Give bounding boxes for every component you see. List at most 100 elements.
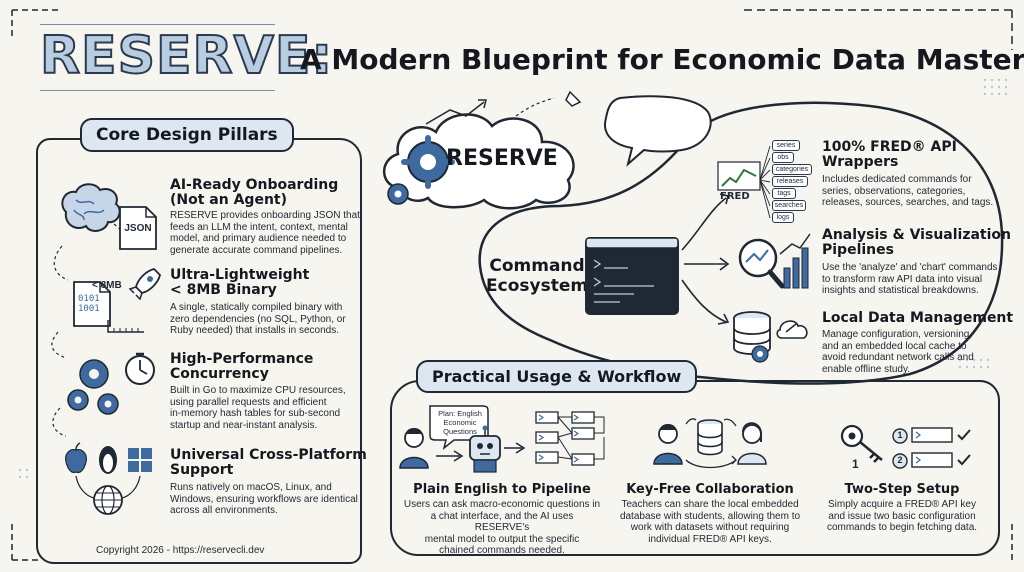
terminal-icon [585, 237, 679, 315]
step-2-number: 2 [897, 455, 903, 465]
workflow-1-title: Plain English to Pipeline [413, 482, 591, 497]
pillar-3-desc-line: using parallel requests and efficient [170, 396, 327, 408]
workflow-3-desc-line: Simply acquire a FRED® API key [828, 499, 976, 510]
chip-categories: categories [772, 164, 812, 175]
brand-colon: : [310, 26, 334, 86]
workflow-2-desc-line: Teachers can share the local embedded [621, 499, 799, 510]
feature-2-title-line1: Analysis & Visualization [822, 227, 1011, 243]
workflow-3-desc: Simply acquire a FRED® API key and issue… [802, 499, 1002, 534]
feature-1-desc-line: Includes dedicated commands for [822, 174, 972, 185]
bubble-line: Plan: English [438, 409, 482, 418]
chip-tags: tags [772, 188, 796, 199]
feature-2-title-line2: Pipelines [822, 242, 894, 258]
reserve-cloud [382, 113, 575, 210]
ruler-icon [107, 320, 144, 333]
pillar-4-title-line2: Support [170, 462, 234, 478]
pillar-2-desc: A single, statically compiled binary wit… [170, 302, 346, 337]
pillar-3-desc-line: Built in Go to maximize CPU resources, [170, 385, 346, 396]
pillar-2-desc-line: Ruby needed) that installs in seconds. [170, 325, 339, 336]
pillar-1-desc-line: RESERVE provides onboarding JSON that [170, 210, 360, 221]
workflow-2-desc: Teachers can share the local embedded da… [610, 499, 810, 545]
title-bottom-rule [40, 90, 275, 91]
growth-arrows-icon [425, 90, 582, 125]
feature-1-desc: Includes dedicated commands for series, … [822, 174, 993, 209]
brain-icon [61, 183, 129, 243]
workflow-2-title: Key-Free Collaboration [626, 482, 794, 497]
feature-1-desc-line: series, observations, categories, [822, 185, 966, 197]
fred-chip-connectors [759, 145, 771, 219]
feature-3-title-line1: Local Data Management [822, 310, 1014, 326]
key-setup-icon [840, 424, 971, 469]
pillar-1-title-line2: (Not an Agent) [170, 192, 287, 208]
size-label: < 8MB [92, 280, 122, 291]
pillar-3-title-line2: Concurrency [170, 366, 269, 382]
brand-text: RESERVE [39, 26, 312, 86]
feature-1-title-line2: Wrappers [822, 154, 899, 170]
cloud-label: RESERVE [446, 146, 558, 171]
pillar-1-desc-line: generate accurate command pipelines. [170, 244, 343, 256]
workflow-3-desc-line: and issue two basic configuration [828, 510, 976, 522]
pillar-1-desc: RESERVE provides onboarding JSON that fe… [170, 210, 360, 256]
pillar-1-title: AI-Ready Onboarding (Not an Agent) [170, 178, 338, 208]
feature-3-desc-line: avoid redundant network calls and [822, 352, 974, 363]
speech-bubble-icon [604, 95, 712, 167]
pillar-1-desc-line: feeds an LLM the intent, context, mental [170, 221, 348, 233]
pillar-flow-arrows [51, 245, 69, 437]
workflow-1-desc-line: a chat interface, and the AI uses RESERV… [430, 510, 574, 534]
pillar-4-desc-line: across all environments. [170, 505, 278, 516]
pillar-4-desc-line: Runs natively on macOS, Linux, and [170, 482, 332, 493]
feature-1-title-line1: 100% FRED® API [822, 139, 957, 155]
feature-3-desc-line: Manage configuration, versioning, [822, 329, 973, 340]
pillar-4-title-line1: Universal Cross-Platform [170, 447, 367, 463]
fred-logo-icon [717, 161, 761, 191]
gears-icon [67, 352, 155, 415]
chip-obs: obs [772, 152, 794, 163]
feature-3-desc-line: and an embedded local cache to [822, 340, 967, 352]
pillar-1-title-line1: AI-Ready Onboarding [170, 177, 339, 193]
ecosystem-line1: Command [489, 256, 585, 276]
feature-3-desc-line: enable offline study. [822, 363, 911, 375]
pillar-2-desc-line: zero dependencies (no SQL, Python, or [170, 313, 346, 325]
binary-line: 0101 [78, 294, 100, 304]
feature-3-title: Local Data Management [822, 311, 1013, 326]
rocket-icon [128, 268, 161, 301]
feature-1-title: 100% FRED® API Wrappers [822, 140, 957, 170]
pillar-3-title-line1: High-Performance [170, 351, 314, 367]
json-file-label: JSON [124, 223, 152, 234]
command-ecosystem-label: Command Ecosystem [486, 256, 588, 296]
json-file-icon [119, 206, 157, 250]
binary-file-text: 0101 1001 [78, 294, 100, 314]
platforms-icon [65, 442, 152, 515]
pillar-2-title-line1: Ultra-Lightweight [170, 267, 310, 283]
copyright-text: Copyright 2026 - https://reservecli.dev [96, 545, 265, 556]
pillar-4-desc: Runs natively on macOS, Linux, and Windo… [170, 482, 358, 517]
feature-2-desc-line: insights and statistical breakdowns. [822, 285, 979, 296]
binary-line: 1001 [78, 304, 100, 314]
feature-2-desc: Use the 'analyze' and 'chart' commands t… [822, 262, 998, 297]
chip-searches: searches [772, 200, 806, 211]
pillar-3-desc: Built in Go to maximize CPU resources, u… [170, 385, 346, 431]
pillar-4-title: Universal Cross-Platform Support [170, 448, 367, 478]
binary-file-icon [73, 281, 111, 327]
chip-series: series [772, 140, 800, 151]
chip-releases: releases [772, 176, 808, 187]
feature-3-desc: Manage configuration, versioning, and an… [822, 329, 974, 375]
workflow-2-desc-line: database with students, allowing them to [619, 510, 801, 522]
pillar-3-desc-line: startup and near-instant analysis. [170, 419, 318, 431]
pillar-2-title-line2: < 8MB Binary [170, 282, 277, 298]
feature-2-title: Analysis & Visualization Pipelines [822, 228, 1011, 258]
core-pillars-heading: Core Design Pillars [80, 118, 294, 152]
key-number: 1 [852, 457, 859, 471]
bubble-line: Questions [443, 427, 477, 436]
chat-bubble-text: Plan: English Economic Questions [431, 409, 489, 436]
workflow-2-desc-line: work with datasets without requiring [630, 522, 790, 533]
page-subtitle: A Modern Blueprint for Economic Data Mas… [300, 43, 1024, 76]
pillar-3-desc-line: in-memory hash tables for sub-second [170, 408, 341, 419]
workflow-1-desc-line: mental model to output the specific [424, 533, 580, 545]
workflow-heading: Practical Usage & Workflow [416, 360, 698, 393]
workflow-1-desc-line: Users can ask macro-economic questions i… [403, 499, 601, 510]
pillar-1-desc-line: model, and primary audience needed to [170, 233, 347, 244]
feature-2-desc-line: to transform raw API data into visual [822, 273, 983, 285]
title-top-rule [40, 24, 275, 25]
